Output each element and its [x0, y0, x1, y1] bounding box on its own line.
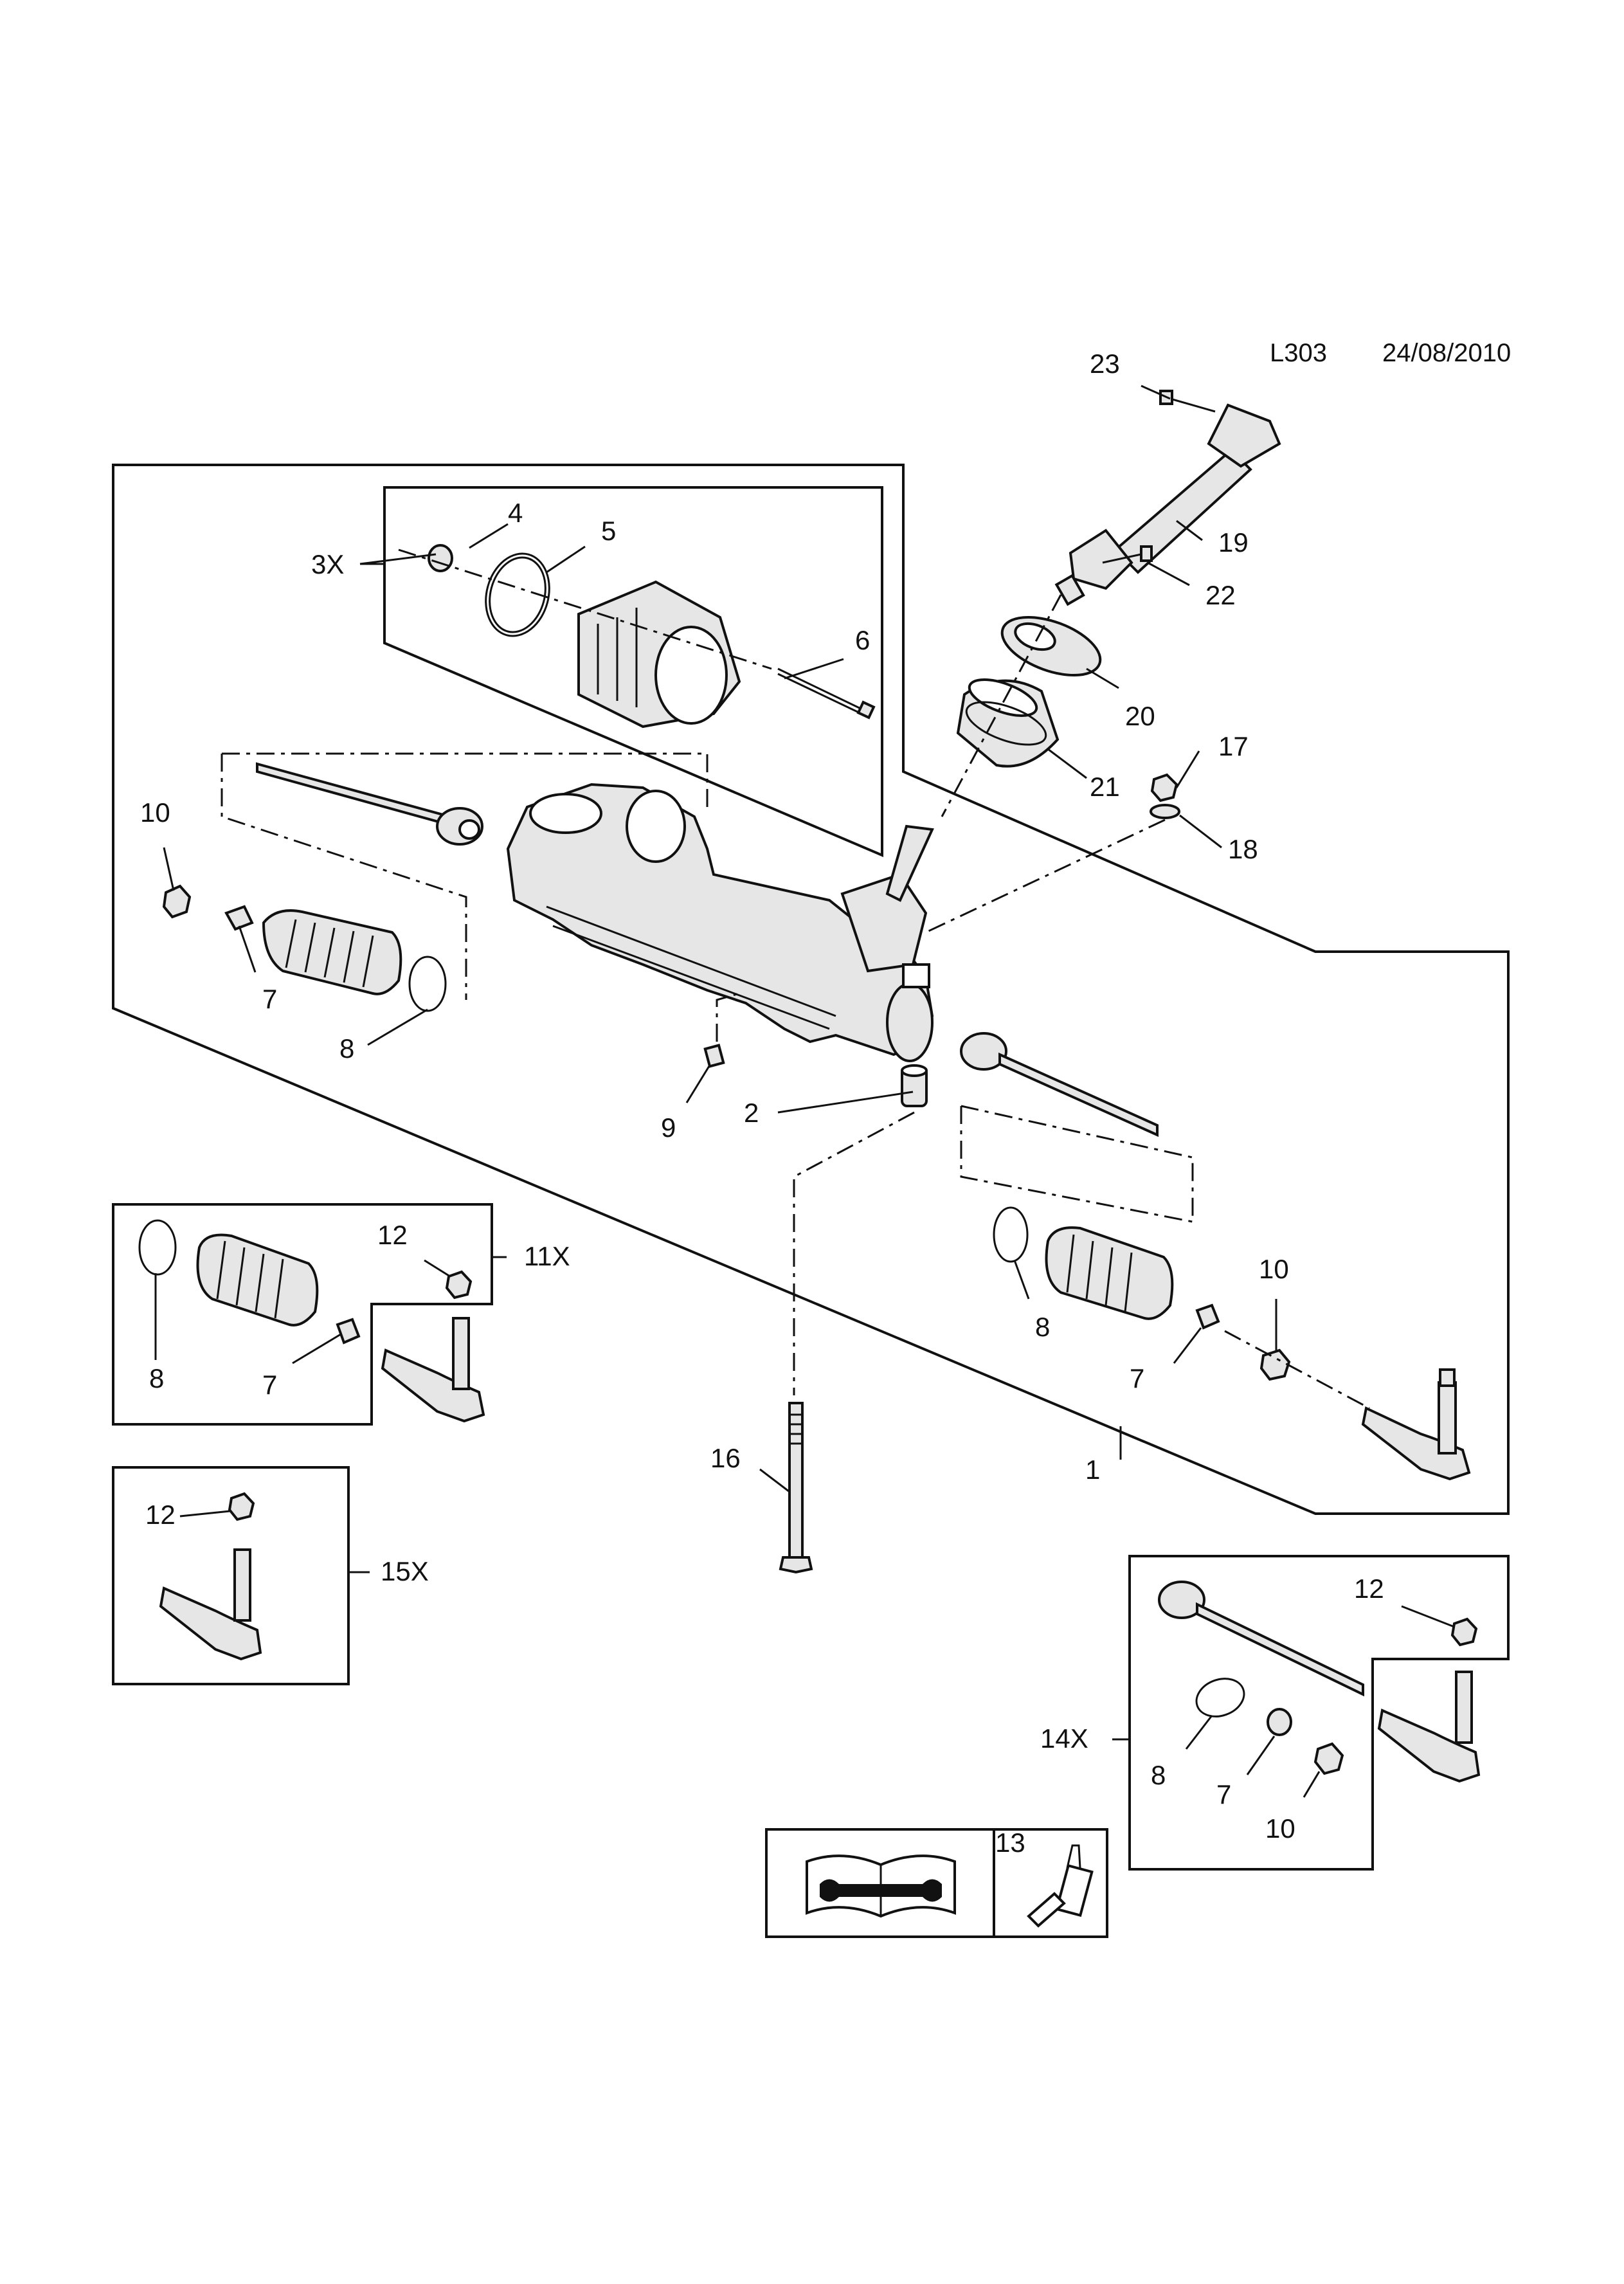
clamp-7-left	[224, 905, 254, 931]
callout-1: 1	[1085, 1455, 1100, 1485]
repair-manual-wrench-icon	[806, 1854, 956, 1918]
clip-8-right	[993, 1206, 1029, 1263]
callout-18: 18	[1228, 834, 1258, 864]
callout-8-left: 8	[339, 1033, 354, 1064]
boot-left	[262, 909, 402, 995]
callout-16: 16	[710, 1443, 741, 1473]
kit-14x-outline	[1128, 1555, 1510, 1871]
inner-tie-rod-left	[256, 762, 483, 846]
o-ring-5	[485, 552, 550, 637]
main-assembly-outline	[112, 464, 1510, 1515]
tie-rod-end-kit15x	[159, 1548, 262, 1661]
callout-12-kit15x: 12	[145, 1500, 176, 1530]
clamp-7-kit11x	[336, 1318, 361, 1345]
callout-7-kit14x: 7	[1216, 1779, 1231, 1809]
tie-rod-end-right	[1361, 1368, 1471, 1481]
nut-12-kit15x	[228, 1492, 255, 1521]
callout-20-22: 22	[1205, 580, 1236, 610]
pinion-shaft	[885, 824, 934, 902]
callout-20: 20	[1125, 701, 1155, 731]
motor-kit-axis	[398, 548, 772, 670]
callout-labels: 1 2 3X 4 5 6 7 7 7 7 8 8 8 8 9 10 10 10 …	[140, 349, 1384, 1858]
leader-lines	[154, 385, 1455, 1798]
callout-12-kit14x: 12	[1354, 1573, 1384, 1604]
kit-15x-outline	[112, 1466, 350, 1685]
seal-20	[1000, 616, 1102, 676]
symbol-box	[765, 1828, 1108, 1938]
bushing-2	[901, 1064, 928, 1107]
dust-boot-21	[956, 678, 1060, 768]
clamp-7-right	[1195, 1303, 1220, 1330]
callout-5: 5	[601, 516, 616, 546]
clamp-7-kit14x	[1267, 1708, 1292, 1736]
clip-8-left	[408, 956, 447, 1012]
callout-11x: 11X	[524, 1241, 570, 1271]
boot-right	[1045, 1226, 1174, 1320]
callout-21: 21	[1090, 772, 1120, 802]
thread-lock-bottle-icon	[1027, 1844, 1094, 1928]
callout-9: 9	[661, 1112, 676, 1143]
callout-12-kit11x: 12	[377, 1220, 408, 1250]
tie-rod-end-kit11x	[381, 1317, 485, 1423]
nut-10-right	[1259, 1348, 1291, 1381]
kit-11x-outline	[112, 1203, 493, 1426]
callout-8-right: 8	[1035, 1312, 1050, 1342]
nut-17	[1150, 773, 1178, 802]
callout-8-kit14x: 8	[1151, 1760, 1166, 1790]
nut-10-left	[162, 884, 192, 919]
clip-8-kit14x	[1195, 1678, 1245, 1718]
callout-4: 4	[508, 498, 523, 528]
inner-tie-rod-right	[960, 1032, 1159, 1137]
electric-motor	[577, 580, 741, 729]
diagram-code: L303	[1270, 339, 1327, 367]
callout-6: 6	[855, 625, 870, 655]
callout-10-right: 10	[1259, 1254, 1289, 1284]
bolt-23	[1159, 390, 1216, 413]
callout-3x: 3X	[311, 549, 344, 579]
callout-10-left: 10	[140, 797, 170, 828]
callout-15x: 15X	[381, 1556, 429, 1586]
tie-rod-end-kit14x	[1377, 1671, 1481, 1783]
bolt-16	[779, 1402, 813, 1574]
nut-12-kit14x	[1450, 1617, 1478, 1647]
callout-14x: 14X	[1040, 1723, 1088, 1754]
clip-9	[703, 1044, 725, 1068]
callout-23: 23	[1090, 349, 1120, 379]
callout-7-right: 7	[1130, 1363, 1144, 1393]
boot-kit11x	[196, 1233, 319, 1327]
inner-tie-rod-kit14x	[1158, 1581, 1364, 1697]
diagram-date: 24/08/2010	[1382, 339, 1511, 367]
bearing-4	[428, 544, 453, 572]
washer-18	[1150, 804, 1180, 819]
callout-7-left: 7	[262, 984, 277, 1014]
callout-2: 2	[744, 1098, 759, 1128]
callout-8-kit11x: 8	[149, 1363, 164, 1393]
intermediate-shaft-19	[1054, 403, 1281, 606]
callout-13: 13	[995, 1827, 1025, 1858]
callout-19: 19	[1218, 527, 1249, 557]
clip-8-kit11x	[138, 1219, 177, 1276]
steering-rack-housing	[506, 783, 934, 1062]
callout-7-kit11x: 7	[262, 1370, 277, 1400]
callout-10-kit14x: 10	[1265, 1813, 1295, 1844]
callout-17: 17	[1218, 731, 1249, 761]
nut-10-kit14x	[1313, 1742, 1344, 1775]
motor-kit-outline	[383, 486, 883, 858]
bolt-22	[1102, 545, 1153, 564]
nut-12-kit11x	[445, 1270, 473, 1300]
